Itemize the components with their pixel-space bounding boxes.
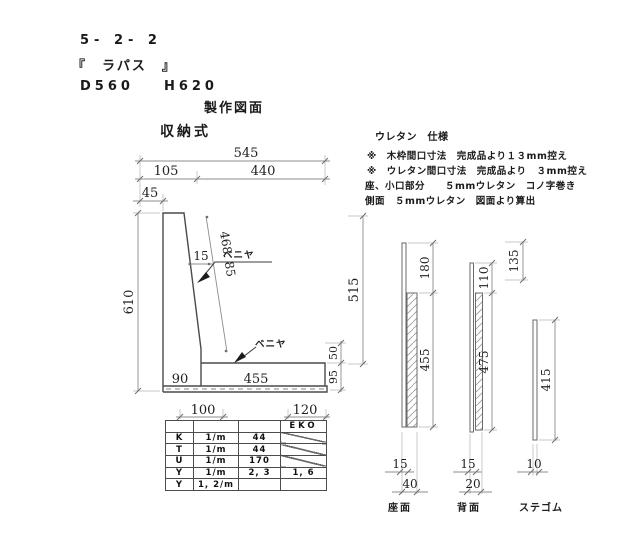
arrow-icon [234,352,246,363]
spec-cell [238,420,281,433]
spec-cell [280,478,327,491]
plywood-label-back: ベニヤ [223,250,255,261]
dim-back-bar-body: 475 [477,351,491,374]
dim-seat-bar-top: 180 [418,257,432,280]
floor-rail-outline [163,385,328,393]
spec-cell: 1, 6 [280,466,327,480]
spec-cell-na [280,431,327,445]
spec-cell: 2, 3 [238,466,281,480]
table-row: EKO [165,420,327,433]
dim-stay-thickness: 10 [526,457,541,471]
dim-back-height: 515 [347,278,362,303]
note-line-2: ※ ウレタン間口寸法 完成品より ３mm控え [367,166,588,177]
back-panel-bar [469,262,483,433]
product-name: 『 ラパス 』 [72,59,177,74]
height-value: H620 [163,79,218,94]
spec-cell: Y [165,478,194,491]
plywood-label-seat: ベニヤ [255,339,287,350]
dim-top-offset: 45 [142,186,159,201]
seat-panel-outline [201,362,326,386]
style-label: 収納式 [160,124,211,140]
note-line-4: 側面 ５mmウレタン 図面より算出 [365,196,536,207]
dim-overall-height: 610 [122,290,137,315]
dim-seat-bar-body: 455 [418,349,432,372]
dim-seat-opening: 440 [251,164,276,179]
dimension-ticks [134,157,559,496]
spec-cell: U [165,454,194,468]
table-row: T 1/m 44 [165,443,327,456]
extension-lines [133,155,560,494]
dim-back-width: 105 [154,164,179,179]
dim-stay-length: 415 [539,369,553,392]
back-frame-outline [162,212,202,392]
spec-cell-na [280,443,327,456]
table-row: Y 1/m 2, 3 1, 6 [165,466,327,480]
spec-cell-eko: EKO [280,420,327,433]
dim-base-left: 90 [172,372,189,387]
dimension-dots [188,215,228,353]
spec-cell: T [165,443,194,456]
dim-seat-depth: 455 [244,372,269,387]
spec-cell: 44 [238,431,281,445]
dim-seat-thickness: 50 [327,346,340,360]
dim-seat-total: 40 [402,477,417,491]
spec-cell: 1/m [193,443,239,456]
drawing-number: 5- 2- 2 [80,33,162,48]
dim-back-bar-offset: 135 [507,250,521,273]
spec-cell: Y [165,466,194,480]
stay-rubber-bar [532,319,538,441]
seat-panel-bar [401,242,418,428]
spec-cell: 170 [238,454,281,468]
dim-back-ply: 15 [460,457,475,471]
spec-cell: 1/m [193,466,239,480]
seat-bar-label: 座面 [387,501,412,514]
chair-side-profile [162,212,328,393]
spec-table: EKO K 1/m 44 T 1/m 44 U 1/m 170 Y 1/m 2,… [165,420,327,491]
note-line-1: ※ 木枠間口寸法 完成品より１３mm控え [367,151,568,162]
product-size: D560 H620 [80,79,248,94]
spec-cell: 44 [238,443,281,456]
dim-table-span-right: 120 [293,403,318,418]
table-row: U 1/m 170 [165,454,327,468]
notes-title: ウレタン 仕様 [375,132,449,143]
table-row: Y 1, 2/m [165,478,327,491]
table-row: K 1/m 44 [165,431,327,445]
dim-back-bar-top: 110 [477,267,491,290]
depth-value: D560 [80,79,134,94]
note-line-3: 座、小口部分 ５mmウレタン コノ字巻き [365,181,576,192]
spec-cell: 1, 2/m [193,478,239,491]
dim-overall-width: 545 [234,146,259,161]
document-type: 製作図面 [204,101,265,116]
dim-back-panel-thickness: 15 [193,249,208,263]
spec-cell: 1/m [193,454,239,468]
dim-table-span-left: 100 [191,403,216,418]
dim-seat-ply: 15 [392,457,407,471]
dim-seat-height: 95 [327,370,340,384]
spec-cell [238,478,281,491]
spec-cell [193,420,239,433]
spec-cell-na [280,454,327,468]
spec-cell: 1/m [193,431,239,445]
back-bar-label: 背面 [457,501,481,514]
spec-cell [165,420,194,433]
spec-cell: K [165,431,194,445]
arrow-icon [197,272,210,283]
stay-bar-label: ステゴム [519,501,563,514]
dim-back-total: 20 [465,477,480,491]
